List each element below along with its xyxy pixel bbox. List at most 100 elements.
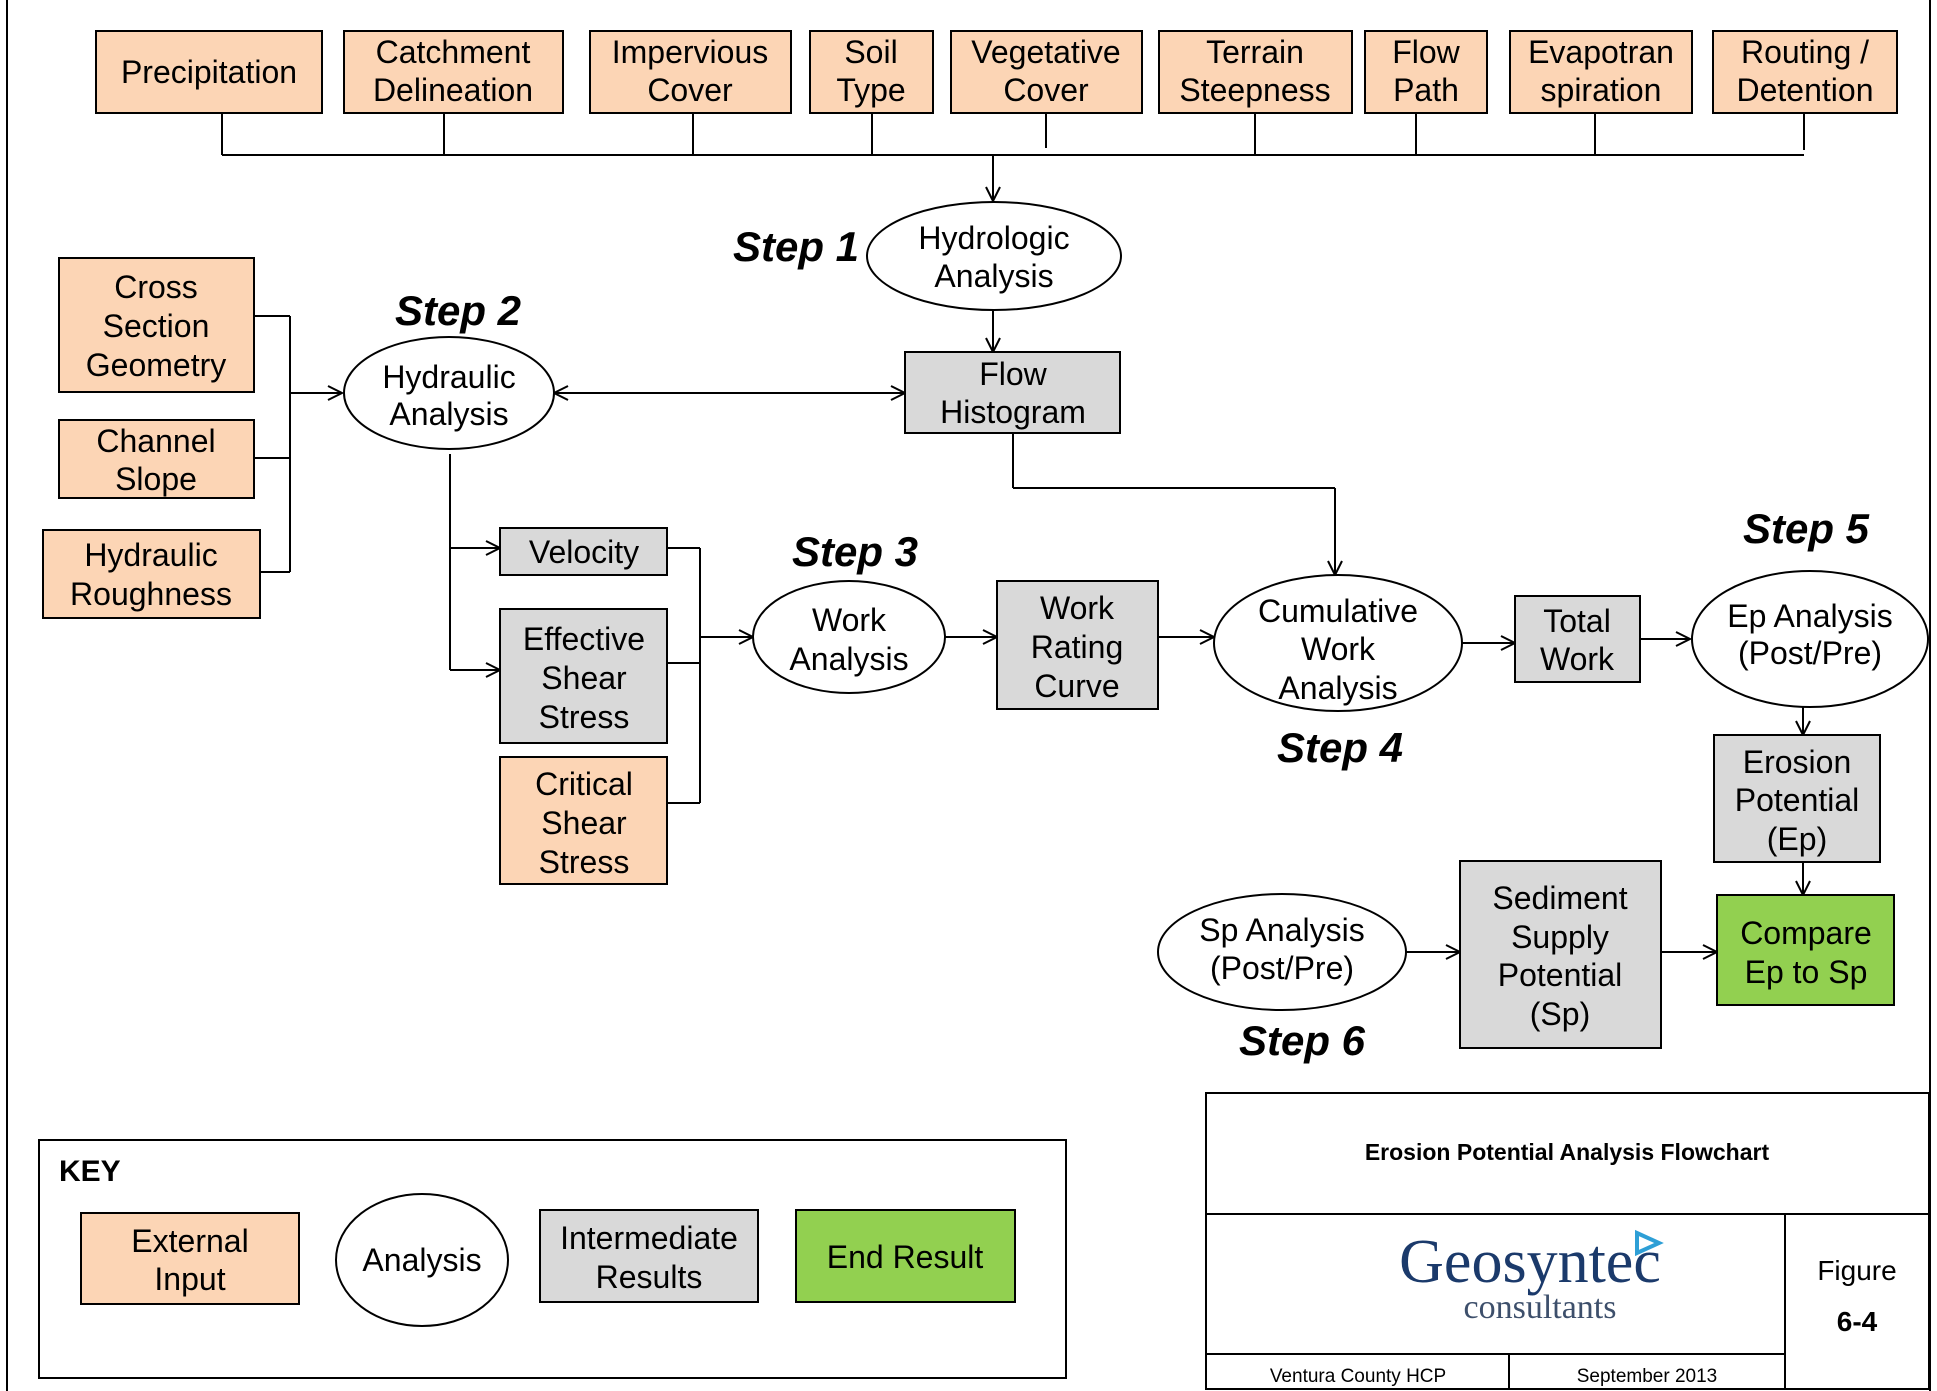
sediment-supply-line-1: Sediment: [1492, 880, 1627, 916]
input-roughness-line-2: Roughness: [70, 576, 232, 612]
work-analysis-line-1: Work: [812, 602, 887, 638]
input-impervious-line-1: Impervious: [612, 34, 769, 70]
input-precipitation: [95, 30, 323, 114]
cumulative-line-1: Cumulative: [1258, 593, 1418, 629]
hydraulic-line-1: Hydraulic: [382, 359, 515, 395]
input-cross-section-line-2: Section: [103, 308, 210, 344]
input-cross-section-line-3: Geometry: [86, 347, 226, 383]
cumulative-line-2: Work: [1301, 631, 1376, 667]
project-name: Ventura County HCP: [1270, 1366, 1446, 1387]
step-5-label: Step 5: [1743, 505, 1870, 552]
sediment-supply-line-2: Supply: [1511, 919, 1609, 955]
logo-triangle-icon: [1635, 1229, 1664, 1257]
input-catchment-line-1: Catchment: [376, 34, 531, 70]
velocity: [499, 527, 668, 576]
input-soil-type: [809, 30, 934, 114]
input-vegetative-line-2: Cover: [1003, 72, 1089, 108]
figure-number: 6-4: [1837, 1306, 1878, 1337]
work-rating-curve: [996, 580, 1159, 710]
input-evapotranspiration: [1509, 30, 1693, 114]
input-terrain-line-2: Steepness: [1179, 72, 1330, 108]
flow-histogram-line-1: Flow: [979, 356, 1047, 392]
step-2-label: Step 2: [395, 287, 521, 334]
input-terrain-steepness: [1158, 30, 1353, 114]
legend-analysis-label: Analysis: [362, 1242, 481, 1278]
sediment-supply-potential: [1459, 860, 1662, 1049]
input-impervious-cover: [589, 30, 792, 114]
input-catchment-delineation: [343, 30, 564, 114]
total-work: [1514, 595, 1641, 683]
cumulative-work-analysis: [1213, 574, 1463, 712]
input-vegetative-line-1: Vegetative: [971, 34, 1120, 70]
ep-analysis-label: Ep Analysis(Post/Pre): [1727, 598, 1892, 671]
hydraulic-analysis: [343, 336, 555, 450]
effective-shear-line-3: Stress: [539, 699, 630, 735]
input-channel-slope-line-1: Channel: [96, 423, 215, 459]
input-cross-section-geometry: [58, 257, 255, 393]
input-cross-section-line-1: Cross: [114, 269, 198, 305]
input-evapotranspiration-line-2: spiration: [1541, 72, 1662, 108]
connector-lines: [221, 113, 1804, 952]
input-impervious-line-2: Cover: [647, 72, 733, 108]
input-flow-path-line-2: Path: [1393, 72, 1459, 108]
input-catchment-line-2: Delineation: [373, 72, 533, 108]
figure-label: Figure: [1817, 1255, 1896, 1286]
ep-analysis-line-1: Ep Analysis: [1727, 598, 1892, 634]
sp-analysis-line-2: (Post/Pre): [1210, 950, 1354, 986]
input-soil-line-2: Type: [836, 72, 905, 108]
company-logo-wordmark: Geosyntec: [1399, 1228, 1661, 1296]
total-work-line-2: Work: [1540, 641, 1615, 677]
input-routing-detention-label: Routing /Detention: [1737, 34, 1874, 108]
ep-analysis-line-2: (Post/Pre): [1738, 635, 1882, 671]
legend-analysis-swatch: [335, 1193, 509, 1327]
figure-title: Erosion Potential Analysis Flowchart: [1365, 1139, 1770, 1165]
sediment-supply-line-3: Potential: [1498, 957, 1623, 993]
work-rating-line-2: Rating: [1031, 629, 1124, 665]
title-block-frame: [1205, 1092, 1930, 1390]
hydrologic-line-2: Analysis: [934, 258, 1053, 294]
legend-end-result-label: End Result: [827, 1239, 984, 1275]
effective-shear-line-1: Effective: [523, 621, 645, 657]
total-work-line-1: Total: [1543, 603, 1611, 639]
input-channel-slope-line-2: Slope: [115, 461, 197, 497]
sp-analysis: [1157, 893, 1407, 1011]
input-precipitation-line-1: Precipitation: [121, 54, 297, 90]
legend-intermediate-line-2: Results: [596, 1259, 703, 1295]
compare-line-1: Compare: [1740, 915, 1872, 951]
step-3-label: Step 3: [792, 528, 918, 575]
company-logo-subtitle: consultants: [1464, 1289, 1617, 1326]
compare-ep-to-sp: [1716, 894, 1895, 1006]
legend-analysis-line-1: Analysis: [362, 1242, 481, 1278]
critical-shear-line-2: Shear: [541, 805, 627, 841]
critical-shear-stress: [499, 756, 668, 885]
figure-date: September 2013: [1577, 1366, 1718, 1387]
erosion-potential: [1713, 734, 1881, 863]
velocity-label: Velocity: [529, 534, 639, 570]
sediment-supply-line-4: (Sp): [1530, 996, 1590, 1032]
legend-intermediate-swatch: [539, 1209, 759, 1303]
critical-shear-line-3: Stress: [539, 844, 630, 880]
legend-external-line-1: External: [131, 1223, 248, 1259]
critical-shear-line-1: Critical: [535, 766, 633, 802]
step-4-label: Step 4: [1277, 724, 1403, 771]
effective-shear-line-2: Shear: [541, 660, 627, 696]
input-hydraulic-roughness: [42, 529, 261, 619]
sp-analysis-label: Sp Analysis(Post/Pre): [1199, 912, 1364, 986]
